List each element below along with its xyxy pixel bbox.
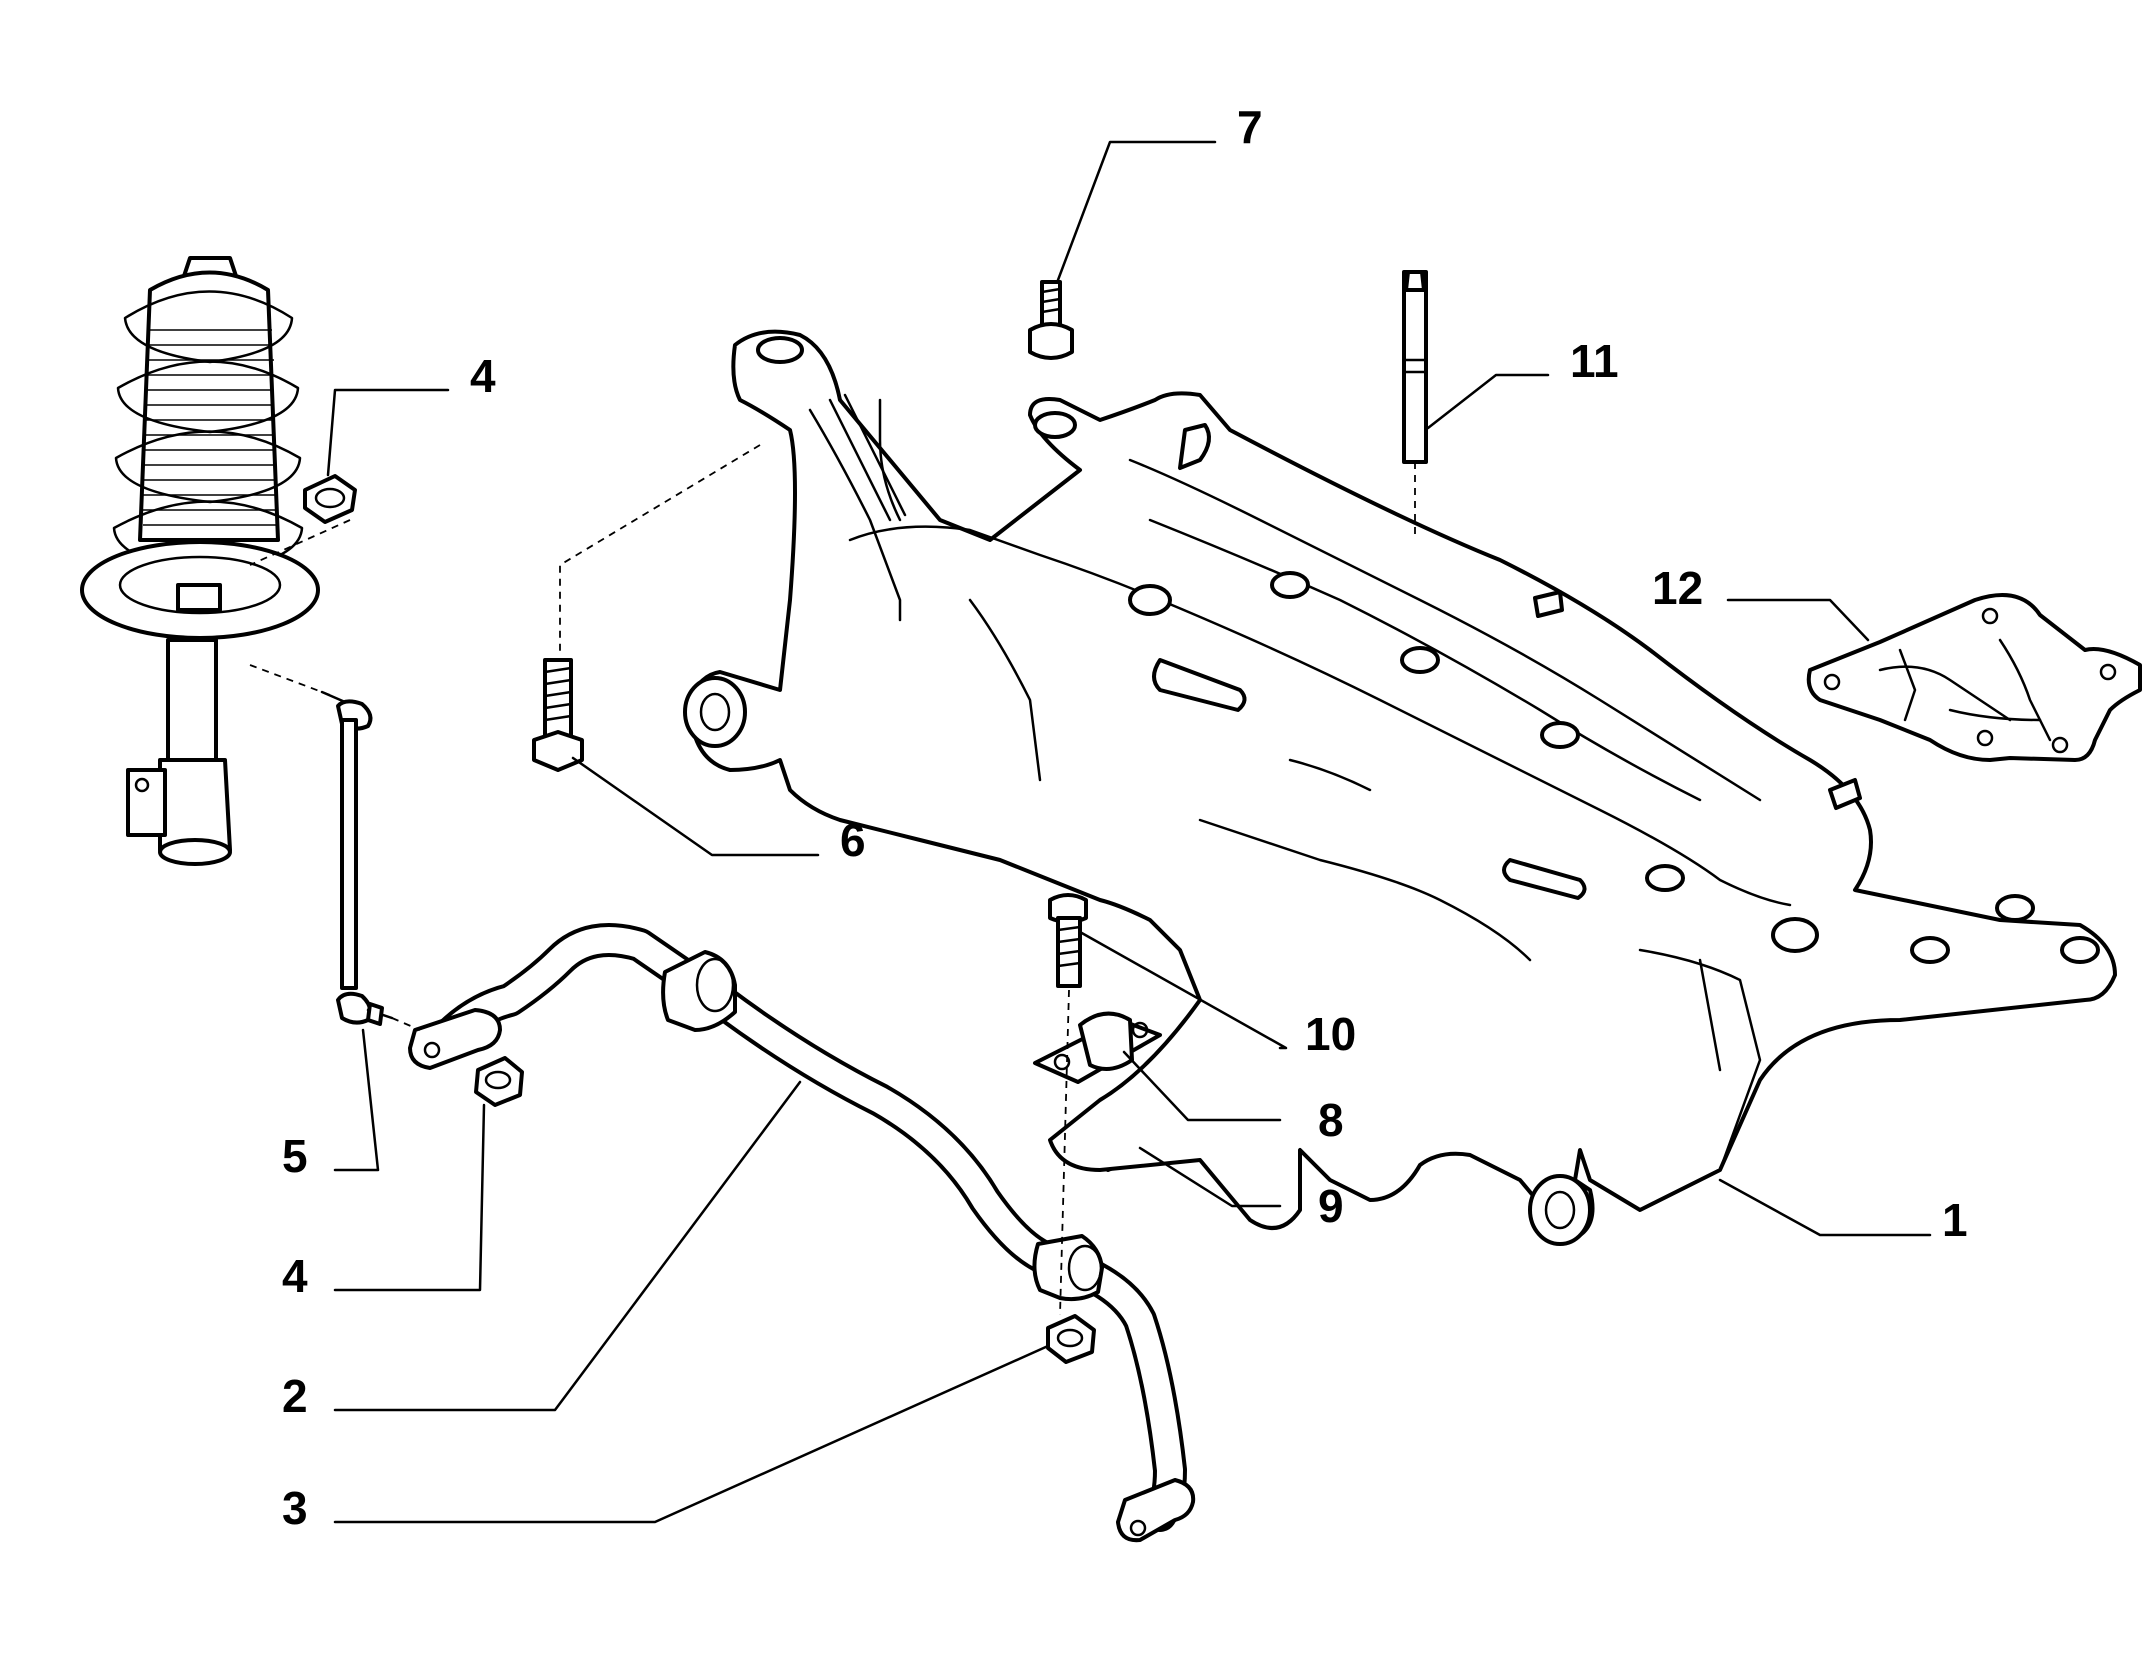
- callout-6: 6: [840, 814, 866, 866]
- bolt-subframe: [532, 658, 584, 772]
- stud-long: [1402, 270, 1428, 464]
- callout-9: 9: [1318, 1180, 1344, 1232]
- callout-10: 10: [1305, 1008, 1356, 1060]
- callout-12: 12: [1652, 562, 1703, 614]
- subframe-crossmember: [683, 329, 2117, 1246]
- nut-bar-clamp: [1046, 1314, 1096, 1364]
- callout-8: 8: [1318, 1094, 1344, 1146]
- bolt-bracket: [1048, 893, 1088, 988]
- callout-4-lower: 4: [282, 1250, 308, 1302]
- callout-3: 3: [282, 1482, 308, 1534]
- nut-lower: [474, 1056, 524, 1107]
- callout-4-upper: 4: [470, 350, 496, 402]
- nut-upper: [303, 474, 357, 524]
- shock-absorber-strut: [80, 256, 320, 866]
- callout-labels: 1 2 3 4 4 5 6 7 8 9 10 11 12: [282, 101, 1968, 1534]
- callout-11: 11: [1570, 335, 1619, 387]
- stabilizer-link: [320, 690, 394, 1026]
- leader-lines: [326, 140, 1932, 1524]
- callout-5: 5: [282, 1130, 308, 1182]
- protection-plate: [1806, 593, 2142, 762]
- assembly-dashed-lines: [249, 444, 1416, 1316]
- callout-7: 7: [1237, 101, 1263, 153]
- callout-1: 1: [1942, 1194, 1968, 1246]
- bolt-small: [1028, 280, 1074, 360]
- stabilizer-bar: [408, 923, 1196, 1543]
- callout-2: 2: [282, 1370, 308, 1422]
